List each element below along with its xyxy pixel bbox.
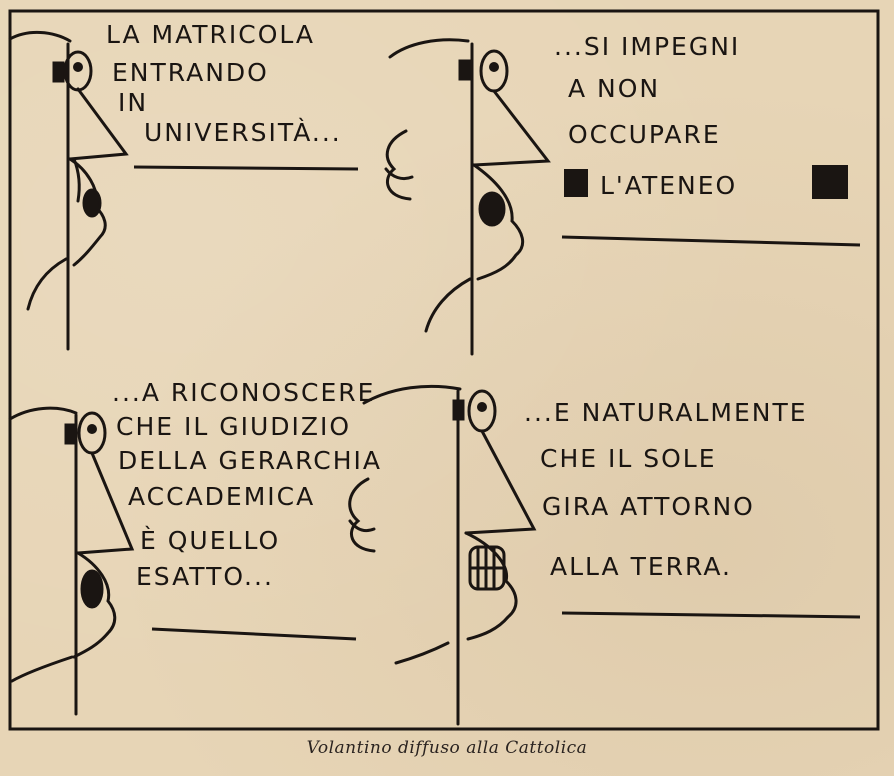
speech-line: UNIVERSITÀ...: [144, 118, 342, 147]
comic-strip: LA MATRICOLA ENTRANDO IN UNIVERSITÀ...: [8, 9, 880, 731]
speech-line: ...SI IMPEGNI: [554, 32, 740, 61]
character-3: [8, 406, 135, 716]
black-square-mark: [564, 169, 588, 197]
character-2: [388, 38, 551, 356]
speech-line: OCCUPARE: [568, 120, 721, 149]
panel-1: LA MATRICOLA ENTRANDO IN UNIVERSITÀ...: [8, 20, 414, 351]
speech-line: GIRA ATTORNO: [542, 492, 755, 521]
caption: Volantino diffuso alla Cattolica: [306, 738, 588, 758]
speech-underline: [133, 165, 359, 171]
bracket-mark: [384, 129, 414, 201]
speech-underline: [561, 235, 861, 247]
speech-line: ENTRANDO: [112, 58, 269, 87]
speech-line: A NON: [568, 74, 660, 103]
speech-line: ACCADEMICA: [128, 482, 315, 511]
speech-line: IN: [118, 88, 148, 117]
speech-underline: [561, 611, 861, 619]
speech-line: L'ATENEO: [600, 171, 737, 200]
speech-line: È QUELLO: [140, 526, 280, 555]
speech-line: ...A RICONOSCERE: [112, 378, 375, 407]
speech-line: LA MATRICOLA: [106, 20, 315, 49]
speech-line: ESATTO...: [136, 562, 274, 591]
character-4: [362, 384, 537, 726]
speech-line: DELLA GERARCHIA: [118, 446, 382, 475]
character-1: [8, 30, 129, 351]
panel-2: ...SI IMPEGNI A NON OCCUPARE L'ATENEO: [388, 32, 861, 356]
speech-line: CHE IL SOLE: [540, 444, 717, 473]
black-square-mark: [812, 165, 848, 199]
panel-4: ...E NATURALMENTE CHE IL SOLE GIRA ATTOR…: [362, 384, 861, 726]
speech-line: CHE IL GIUDIZIO: [116, 412, 351, 441]
panel-3: ...A RICONOSCERE CHE IL GIUDIZIO DELLA G…: [8, 378, 382, 716]
strip-frame: [8, 9, 880, 731]
speech-line: ...E NATURALMENTE: [524, 398, 808, 427]
speech-line: ALLA TERRA.: [550, 552, 732, 581]
speech-underline: [151, 627, 357, 641]
bracket-mark: [348, 477, 376, 553]
comic-drawing: LA MATRICOLA ENTRANDO IN UNIVERSITÀ...: [8, 9, 880, 731]
